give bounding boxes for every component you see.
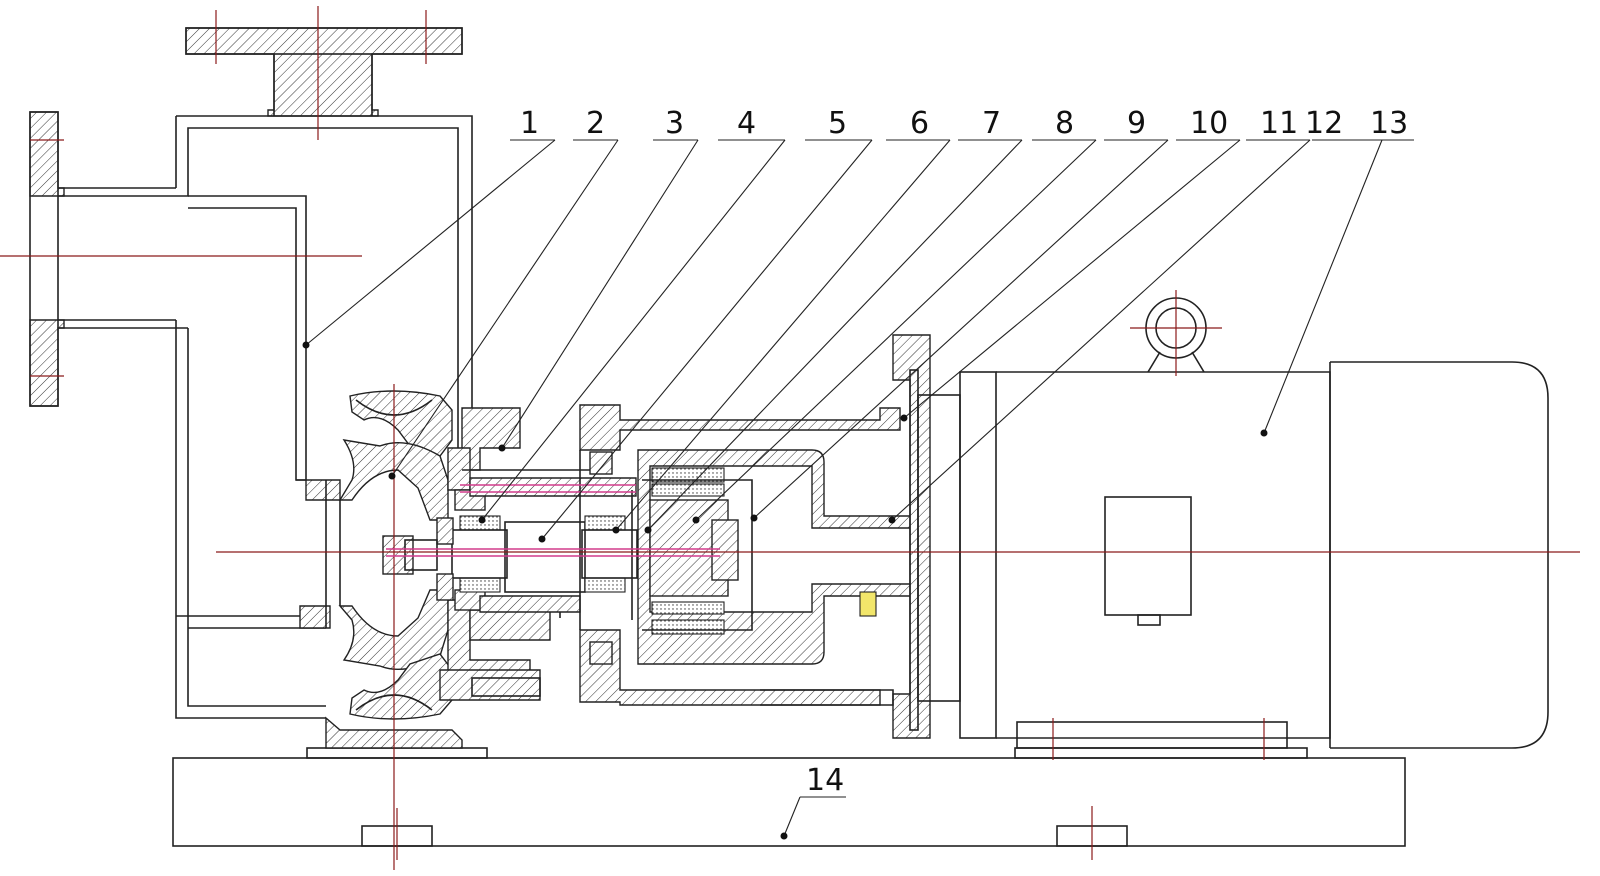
leader-lines (305, 139, 1414, 837)
pump-casing (29, 27, 473, 719)
set-screw-icon (859, 591, 877, 617)
part-label-6: 6 (910, 106, 929, 141)
part-label-4: 4 (737, 106, 756, 141)
part-label-2: 2 (586, 106, 605, 141)
magnetic-coupling (579, 404, 919, 706)
part-label-13: 13 (1370, 106, 1408, 141)
part-label-5: 5 (828, 106, 847, 141)
base-frame (172, 747, 1406, 847)
part-label-8: 8 (1055, 106, 1074, 141)
motor-bracket (760, 334, 961, 739)
centerlines (0, 6, 1580, 870)
part-label-12: 12 (1305, 106, 1343, 141)
part-labels: 1 2 3 4 5 6 7 8 9 10 11 12 13 14 (520, 106, 1408, 798)
part-label-7: 7 (982, 106, 1001, 141)
part-label-1: 1 (520, 106, 539, 141)
part-label-9: 9 (1127, 106, 1146, 141)
part-label-14: 14 (806, 763, 844, 798)
part-label-11: 11 (1260, 106, 1298, 141)
part-label-3: 3 (665, 106, 684, 141)
leader-dots (302, 341, 1268, 840)
electric-motor (959, 297, 1549, 749)
part-label-10: 10 (1190, 106, 1228, 141)
pump-cover (439, 407, 600, 701)
shaft (386, 484, 720, 557)
impeller-volute (325, 390, 463, 749)
